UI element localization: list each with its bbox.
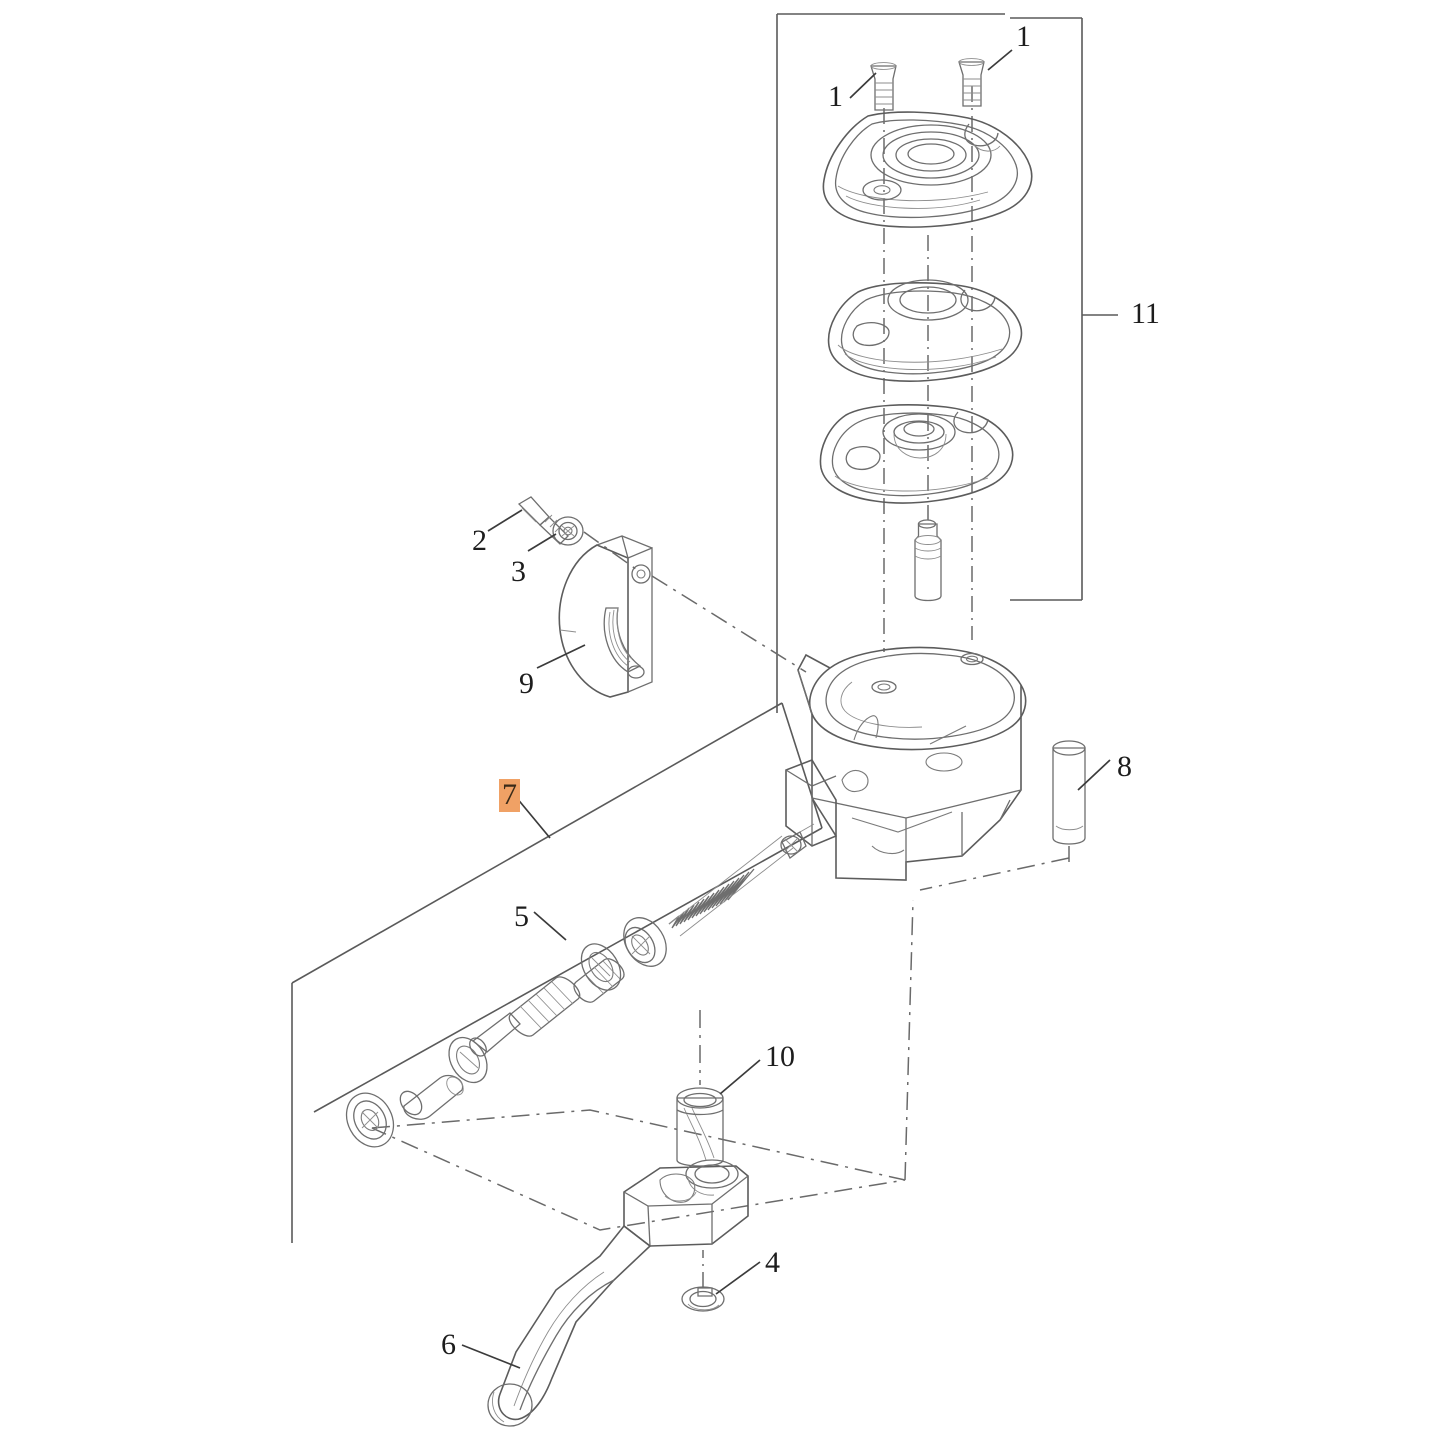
piston-snap-ring [345,1092,395,1148]
callout-1-left[interactable]: 1 [828,80,843,113]
callout-9[interactable]: 9 [519,667,534,700]
cover-screw-left [870,62,897,111]
piston-dust-boot [399,1074,464,1120]
lever-retaining-clip [681,1250,725,1312]
clamp-bolt [517,496,569,545]
callout-7[interactable]: 7 [499,779,520,812]
callout-6[interactable]: 6 [441,1328,456,1361]
lever-bushing [676,1087,724,1167]
reservoir-plug [914,519,942,602]
reservoir-cover [822,111,1033,228]
reservoir-diaphragm [819,404,1014,504]
group-bracket-11 [1010,17,1118,601]
hand-brake-lever [487,1159,749,1427]
piston-seal-assembly [345,823,815,1148]
handlebar-clamp-half [558,535,653,698]
piston-return-spring [668,835,794,937]
spring-seat-retainer [623,917,667,967]
callout-10[interactable]: 10 [765,1040,795,1073]
master-cylinder-body [785,646,1027,881]
piston-primary-seal [580,943,622,991]
cover-screw-right [958,58,985,107]
check-valve-seat [780,823,815,859]
callout-4[interactable]: 4 [765,1246,780,1279]
callout-1-right[interactable]: 1 [1016,20,1031,53]
callout-11[interactable]: 11 [1131,297,1160,330]
reservoir-gasket [827,279,1023,382]
lever-pivot-pin [919,740,1086,891]
callout-2[interactable]: 2 [472,524,487,557]
clamp-washer [552,516,584,546]
clamp-fit-line [583,531,807,673]
piston-secondary-seal [448,1036,488,1084]
callout-3[interactable]: 3 [511,555,526,588]
piston-body [469,958,625,1057]
callout-8[interactable]: 8 [1117,750,1132,783]
leader-lines [461,49,1111,1369]
piston-fit-path [371,899,914,1231]
cover-group-left-edge [776,13,1005,713]
callout-5[interactable]: 5 [514,900,529,933]
rebuild-kit-box [291,702,823,1243]
